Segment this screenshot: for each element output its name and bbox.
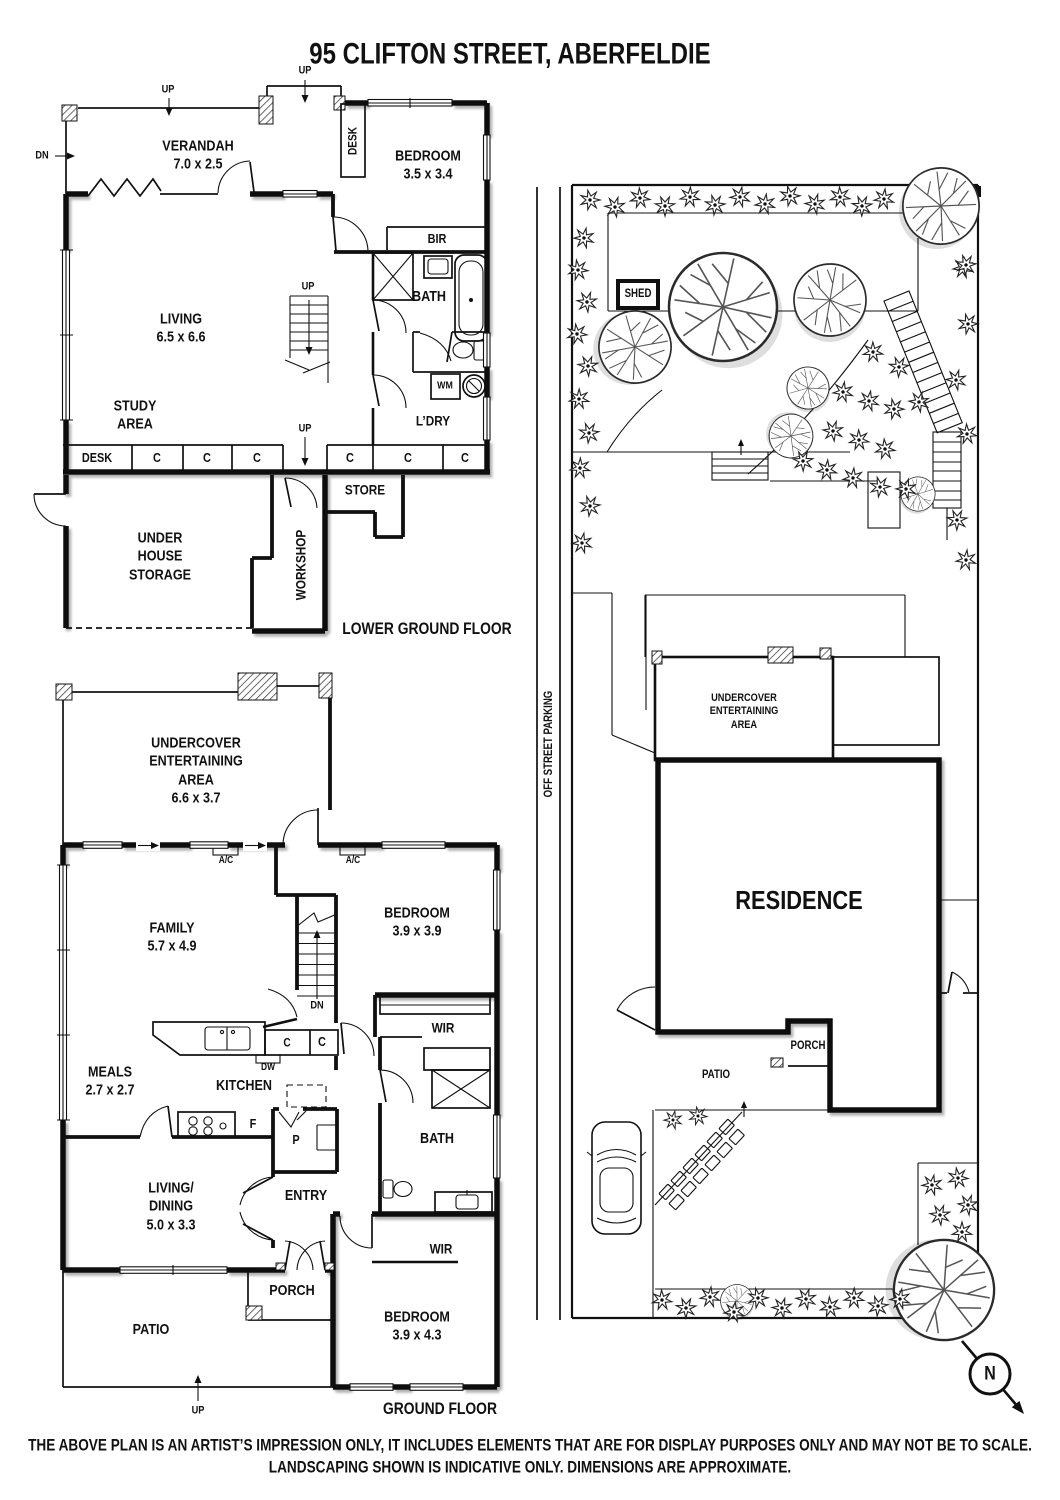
lgf-under-house-storage-label: UNDER HOUSE STORAGE [128, 529, 192, 584]
site-uea-label: UNDERCOVER ENTERTAINING AREA [709, 691, 779, 731]
ground-floor-plan [55, 672, 501, 1401]
lgf-desk-vertical-label: DESK [345, 126, 360, 156]
site-patio-label: PATIO [701, 1068, 731, 1081]
stepping-stones [654, 1101, 747, 1210]
lgf-desk-label: DESK [81, 450, 113, 466]
lgf-study-area-label: STUDY AREA [113, 397, 157, 433]
lgf-bath-label: BATH [411, 287, 447, 305]
lgf-up-verandah-label: UP [161, 83, 175, 96]
site-plan [536, 158, 1024, 1414]
site-residence-label: RESIDENCE [735, 885, 863, 916]
gf-windows [57, 841, 501, 1391]
lgf-store-label: STORE [344, 481, 386, 498]
lgf-stairs [284, 295, 331, 383]
gf-ac-2-label: A/C [345, 854, 361, 866]
lgf-wm-label: WM [437, 379, 453, 392]
lower-ground-floor-plan [33, 80, 491, 634]
slider-arrows [136, 840, 267, 851]
lgf-closet-4: C [346, 450, 354, 466]
lgf-closet-5: C [404, 450, 412, 466]
lgf-closet-1: C [153, 450, 161, 466]
garden-steps [711, 443, 769, 481]
car-icon [586, 1121, 647, 1235]
gf-bedroom1-label: BEDROOM 3.9 x 3.9 [384, 904, 450, 940]
page-title: 95 CLIFTON STREET, ABERFELDIE [309, 37, 711, 71]
deck-stairs [883, 290, 963, 434]
shed-box [616, 279, 660, 310]
site-porch-label: PORCH [790, 1039, 826, 1052]
gf-bath-label: BATH [419, 1129, 455, 1147]
lgf-closet-2: C [203, 450, 211, 466]
lgf-up-porch-label: UP [298, 64, 312, 77]
lgf-closet-6: C [461, 450, 469, 466]
lgf-laundry-label: L’DRY [415, 412, 451, 429]
site-north-label: N [984, 1363, 996, 1385]
site-off-street-parking-label: OFF STREET PARKING [542, 690, 555, 798]
gf-wir1-label: WIR [431, 1019, 455, 1036]
gf-living-dining-label: LIVING/ DINING 5.0 x 3.3 [146, 1179, 196, 1234]
lgf-bedroom-label: BEDROOM 3.5 x 3.4 [395, 147, 461, 183]
gf-stairs [295, 912, 338, 999]
gf-porch-label: PORCH [269, 1281, 315, 1299]
lower-deck-stairs [932, 431, 962, 509]
gf-dn-label: DN [310, 999, 324, 1012]
lgf-bir-label: BIR [427, 231, 447, 247]
north-compass-icon [961, 1340, 1024, 1414]
lgf-dn-label: DN [35, 149, 49, 162]
residence-outline [655, 757, 942, 1113]
gf-family-label: FAMILY 5.7 x 4.9 [147, 919, 197, 955]
gf-fridge-label: F [249, 1116, 257, 1132]
gf-bedroom2-label: BEDROOM 3.9 x 4.3 [384, 1308, 450, 1344]
disclaimer-line-2: LANDSCAPING SHOWN IS INDICATIVE ONLY. DI… [268, 1457, 792, 1477]
gf-uea-label: UNDERCOVER ENTERTAINING AREA 6.6 x 3.7 [149, 734, 243, 807]
gf-closet-2: C [318, 1034, 326, 1050]
gf-patio-label: PATIO [132, 1320, 170, 1338]
gf-floor-name: GROUND FLOOR [383, 1399, 497, 1418]
break-zigzag [87, 177, 162, 198]
lgf-closet-3: C [253, 450, 261, 466]
lgf-floor-name: LOWER GROUND FLOOR [342, 619, 512, 638]
gf-pantry-label: P [292, 1132, 300, 1148]
disclaimer-line-1: THE ABOVE PLAN IS AN ARTIST’S IMPRESSION… [28, 1435, 1032, 1455]
lgf-up-stairs-label: UP [301, 280, 315, 293]
gf-entry-label: ENTRY [284, 1186, 328, 1204]
gf-wir2-label: WIR [429, 1240, 453, 1257]
gf-dw-label: DW [260, 1061, 276, 1073]
gf-closet-1: C [283, 1035, 291, 1050]
site-shed-label: SHED [624, 287, 652, 300]
gf-kitchen-label: KITCHEN [215, 1076, 273, 1094]
gf-ac-1-label: A/C [218, 854, 234, 866]
lgf-verandah-label: VERANDAH 7.0 x 2.5 [162, 137, 234, 173]
gf-up-label: UP [191, 1404, 205, 1417]
lgf-living-label: LIVING 6.5 x 6.6 [156, 310, 206, 346]
gf-meals-label: MEALS 2.7 x 2.7 [85, 1063, 135, 1099]
lgf-workshop-label: WORKSHOP [292, 529, 309, 601]
lgf-up-lower-label: UP [298, 422, 312, 435]
lgf-windows [60, 98, 491, 441]
